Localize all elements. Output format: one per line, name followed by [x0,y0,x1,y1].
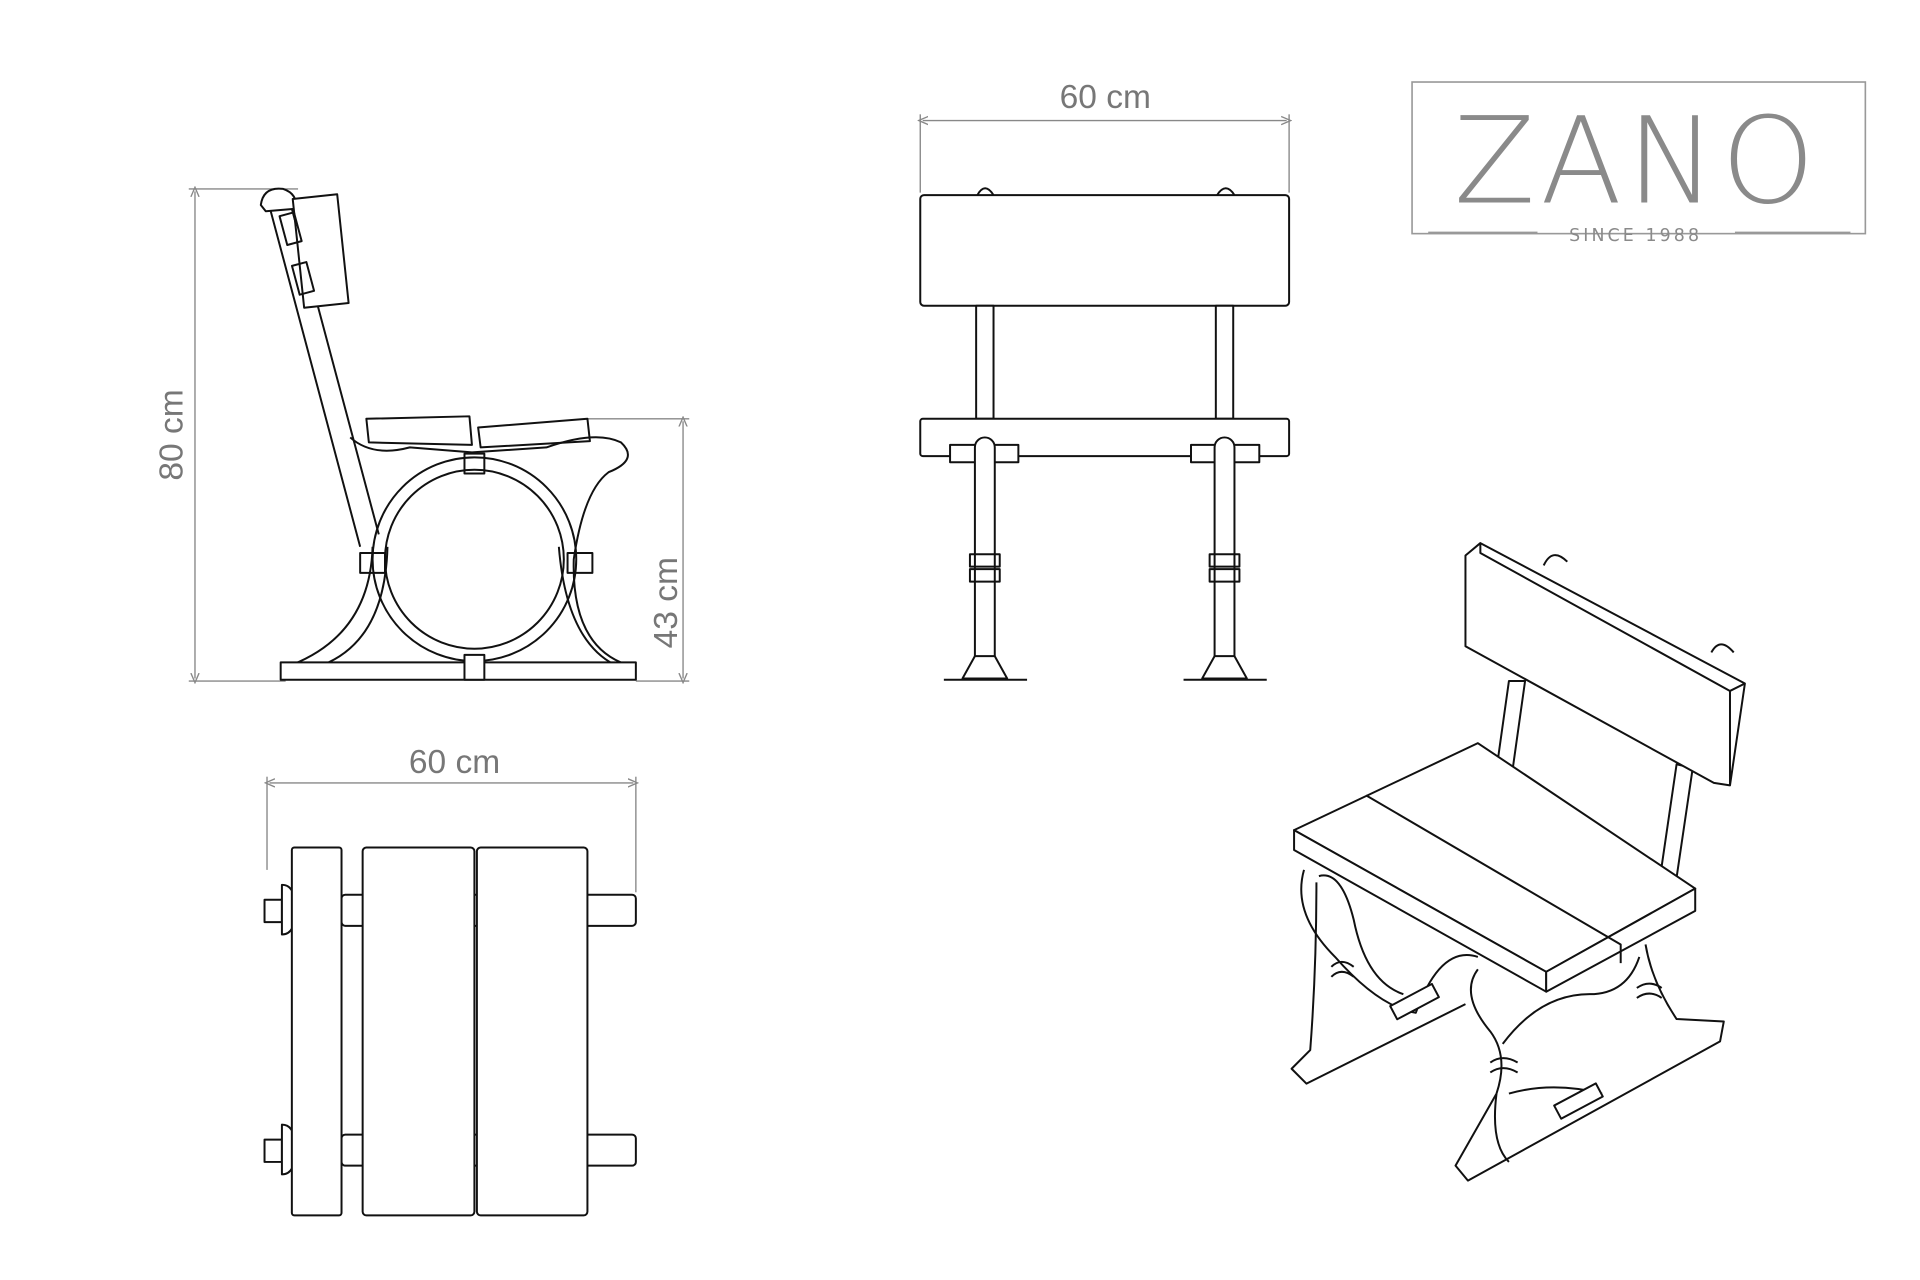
isometric-view [1290,542,1746,1182]
front-width-dimension-label: 60 cm [1060,79,1151,116]
logo-brand: ZANO [1454,93,1820,232]
seat-height-dimension-label: 43 cm [648,557,685,648]
top-width-dimension-label: 60 cm [409,744,500,781]
side-view: 80 cm 43 cm [154,189,690,681]
logo-tagline: SINCE 1988 [1569,226,1702,246]
height-dimension-label: 80 cm [154,389,191,480]
top-view: 60 cm [263,744,636,1217]
front-view: 60 cm [920,79,1289,681]
zano-logo: ZANO SINCE 1988 [1411,81,1867,246]
